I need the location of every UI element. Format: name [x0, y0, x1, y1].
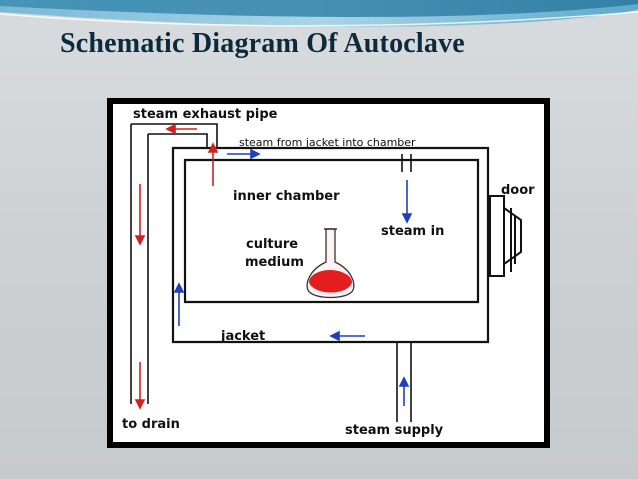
slide-title: Schematic Diagram Of Autoclave: [60, 28, 465, 59]
diagram-panel: steam exhaust pipe steam from jacket int…: [113, 104, 544, 442]
inner-chamber-wall: [183, 158, 480, 304]
exhaust-pipe: [130, 123, 218, 404]
door-assembly: [489, 195, 522, 277]
header-swoosh: [0, 0, 638, 40]
label-to-drain: to drain: [122, 417, 180, 432]
autoclave-schematic: [130, 123, 522, 422]
label-culture: culture: [246, 237, 299, 252]
label-steam-in: steam in: [381, 224, 445, 239]
label-medium: medium: [245, 255, 304, 270]
exhaust-arrows: [134, 123, 219, 410]
label-jacket: jacket: [221, 329, 266, 344]
label-steam-supply: steam supply: [345, 423, 444, 438]
culture-flask-icon: [306, 228, 355, 299]
steam-supply-pipe: [396, 342, 412, 422]
label-door: door: [501, 183, 535, 198]
jacket-wall: [171, 146, 490, 344]
steam-in-nozzle: [401, 154, 412, 172]
label-inner-chamber: inner chamber: [233, 189, 340, 204]
label-steam-from-jacket: steam from jacket into chamber: [239, 136, 416, 149]
jacket-flow-arrows: [173, 148, 413, 406]
diagram-frame: steam exhaust pipe steam from jacket int…: [107, 98, 550, 448]
label-steam-exhaust-pipe: steam exhaust pipe: [133, 107, 278, 122]
